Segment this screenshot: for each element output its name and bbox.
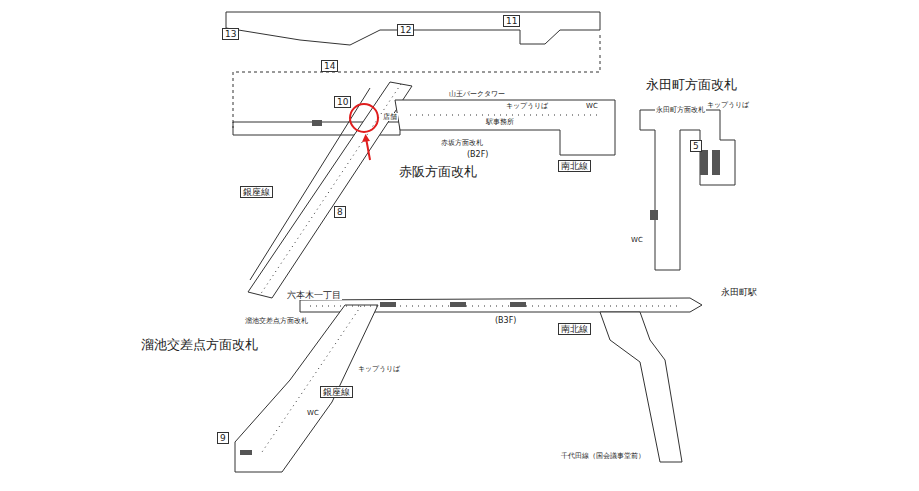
node-text: 11: [506, 16, 517, 26]
gate-title: 永田町方面改札: [645, 78, 738, 93]
exit-number: 5: [690, 140, 702, 152]
map-label: WC: [630, 236, 644, 244]
exit-number: 11: [503, 15, 520, 27]
map-label: キップうりば: [706, 101, 750, 109]
map-label: 千代田線（国会議事堂前）: [560, 452, 646, 460]
node-text: 8: [337, 207, 343, 217]
map-label: 永田町駅: [720, 287, 758, 297]
node-text: 南北線: [561, 324, 588, 334]
exit-number: 8: [334, 206, 346, 218]
map-label: 赤坂方面改札: [440, 139, 484, 147]
map-label: 永田町方面改札: [655, 106, 706, 114]
map-label: (B2F): [466, 150, 489, 159]
map-label: WC: [585, 102, 599, 110]
line-name-box: 南北線: [558, 323, 591, 335]
map-label: WC: [306, 409, 320, 417]
node-text: 5: [693, 141, 699, 151]
node-text: 南北線: [561, 161, 588, 171]
node-text: 銀座線: [323, 387, 350, 397]
exit-number: 10: [334, 96, 351, 108]
node-text: 銀座線: [243, 187, 270, 197]
map-label: 店舗: [382, 113, 398, 121]
exit-number: 13: [222, 28, 239, 40]
gate-title: 溜池交差点方面改札: [140, 338, 259, 353]
line-name-box: 南北線: [558, 160, 591, 172]
map-label: 駅事務所: [485, 118, 515, 126]
node-text: 13: [225, 29, 236, 39]
gate-title: 赤阪方面改札: [398, 165, 478, 180]
line-name-box: 銀座線: [320, 386, 353, 398]
exit-number: 14: [321, 60, 338, 72]
node-text: 12: [400, 25, 411, 35]
exit-number: 9: [217, 432, 229, 444]
map-label: 山王パークタワー: [448, 90, 506, 98]
node-text: 10: [337, 97, 348, 107]
node-text: 9: [220, 433, 226, 443]
map-label: キップうりば: [505, 102, 549, 110]
map-label: (B3F): [494, 316, 517, 325]
node-text: 14: [324, 61, 335, 71]
map-label: 六本木一丁目: [286, 290, 342, 300]
exit-number: 12: [397, 24, 414, 36]
line-name-box: 銀座線: [240, 186, 273, 198]
map-label: キップうりば: [357, 365, 401, 373]
map-label: 溜池交差点方面改札: [244, 317, 309, 325]
